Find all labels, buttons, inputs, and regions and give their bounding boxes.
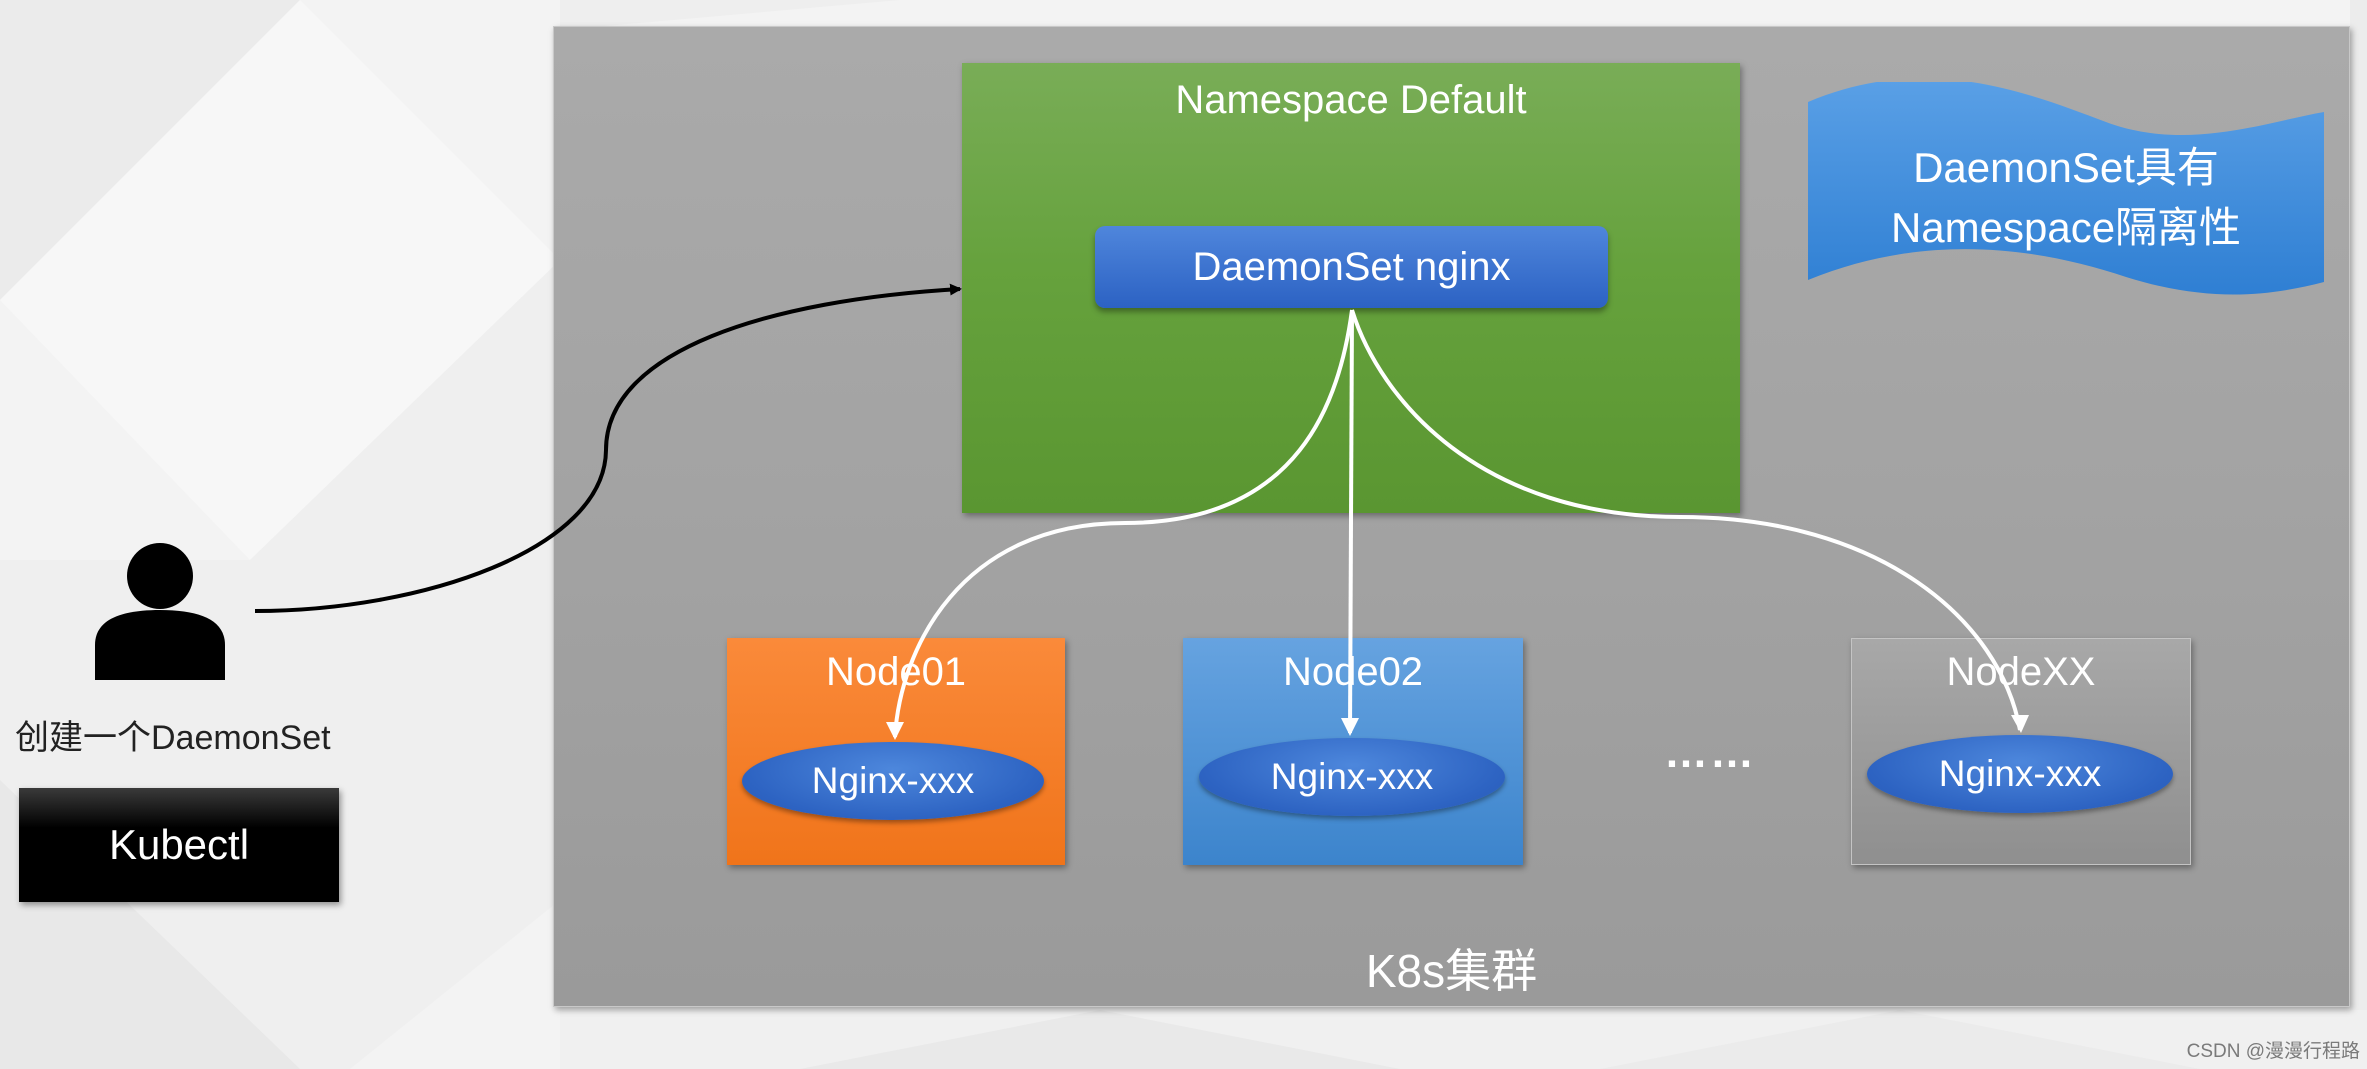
- namespace-isolation-banner: [1808, 82, 2324, 295]
- namespace-label: Namespace Default: [1175, 78, 1527, 122]
- watermark: CSDN @漫漫行程路: [2186, 1041, 2360, 1062]
- cluster-label: K8s集群: [1365, 945, 1538, 997]
- person-icon: [95, 543, 225, 680]
- daemonset-nginx-box: DaemonSet nginx: [1095, 226, 1608, 308]
- nodexx-label: NodeXX: [1946, 650, 2096, 694]
- banner-line-1: DaemonSet具有: [1913, 144, 2219, 191]
- node02-pod: Nginx-xxx: [1199, 738, 1505, 816]
- kubectl-box: Kubectl: [19, 788, 339, 902]
- nodexx-pod: Nginx-xxx: [1867, 735, 2173, 813]
- node02-label: Node02: [1282, 650, 1424, 694]
- more-nodes-ellipsis: ……: [1664, 728, 1756, 777]
- node01-label: Node01: [825, 650, 967, 694]
- create-daemonset-label: 创建一个DaemonSet: [15, 719, 331, 757]
- banner-text: DaemonSet具有 Namespace隔离性: [1806, 138, 2326, 258]
- banner-line-2: Namespace隔离性: [1890, 204, 2242, 251]
- node01-pod: Nginx-xxx: [742, 742, 1044, 820]
